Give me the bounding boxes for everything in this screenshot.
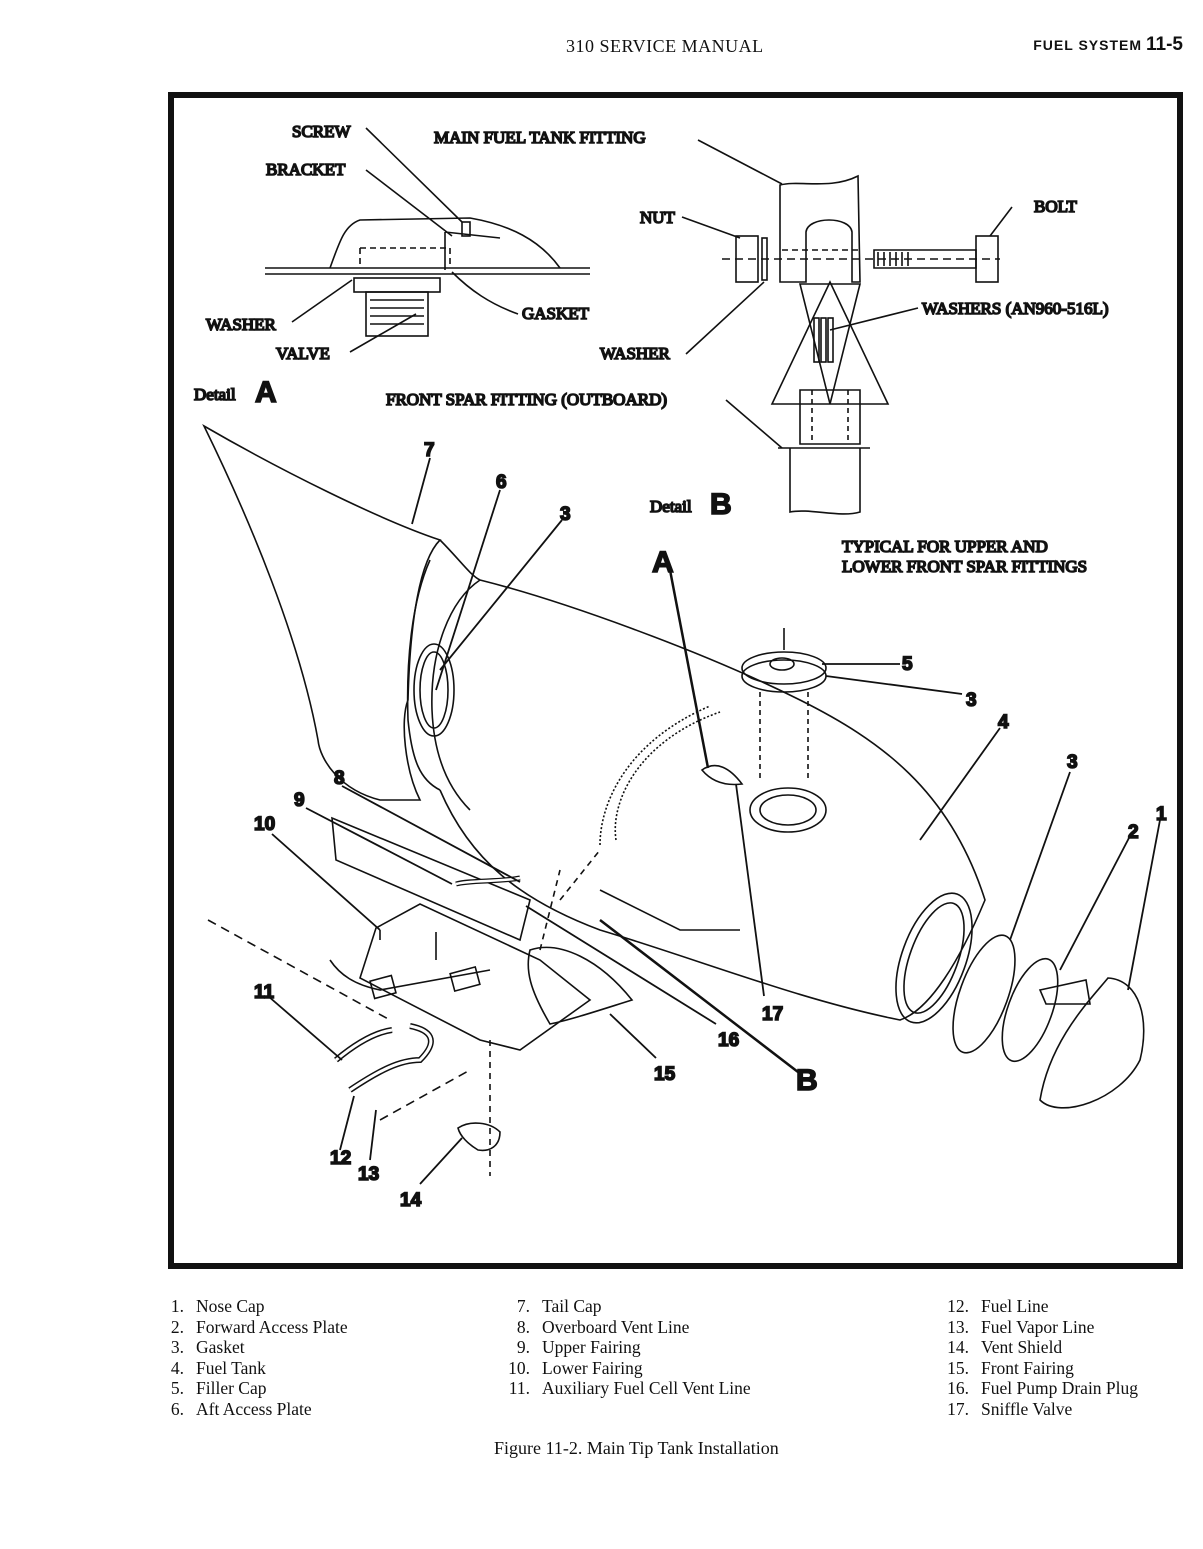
callout-13: 13 — [358, 1164, 379, 1185]
legend-column-2: 7.Tail Cap 8.Overboard Vent Line 9.Upper… — [496, 1296, 751, 1399]
legend-item: 4.Fuel Tank — [170, 1357, 266, 1378]
callout-11: 11 — [254, 982, 275, 1003]
callout-7: 7 — [424, 440, 435, 461]
callout-4: 4 — [998, 712, 1009, 733]
legend-column-1: 1.Nose Cap 2.Forward Access Plate 3.Gask… — [150, 1296, 348, 1419]
detail-b-bolt-label: BOLT — [1034, 197, 1077, 216]
callout-10: 10 — [254, 814, 275, 835]
detail-a-title: Detail — [194, 385, 236, 404]
detail-a-gasket-label: GASKET — [522, 304, 590, 323]
callout-leaders — [267, 457, 1161, 1185]
detail-b-title: Detail — [650, 497, 692, 516]
legend-item: 12.Fuel Line — [947, 1296, 1049, 1316]
legend-item: 10.Lower Fairing — [508, 1357, 643, 1378]
detail-a-screw-label: SCREW — [292, 122, 352, 141]
pointer-a-letter: A — [652, 546, 674, 579]
detail-b-note-line2: LOWER FRONT SPAR FITTINGS — [842, 557, 1087, 576]
detail-b-front-spar-label: FRONT SPAR FITTING (OUTBOARD) — [386, 390, 667, 409]
legend-item: 9.Upper Fairing — [516, 1337, 641, 1357]
callout-14: 14 — [400, 1190, 422, 1211]
callout-16: 16 — [718, 1030, 739, 1051]
detail-b-main-fitting-label: MAIN FUEL TANK FITTING — [434, 128, 646, 147]
callout-3a: 3 — [1067, 752, 1078, 773]
tip-tank-assembly — [202, 423, 1145, 1176]
callout-9: 9 — [294, 790, 305, 811]
legend-item: 14.Vent Shield — [947, 1337, 1063, 1357]
legend-item: 17.Sniffle Valve — [947, 1398, 1073, 1419]
detail-a-valve-label: VALVE — [276, 344, 330, 363]
detail-a-letter: A — [255, 376, 277, 409]
callout-8: 8 — [334, 768, 345, 789]
legend-item: 1.Nose Cap — [170, 1296, 265, 1316]
detail-b-drawing — [681, 139, 1013, 515]
legend-item: 15.Front Fairing — [947, 1357, 1074, 1378]
callout-17: 17 — [762, 1004, 783, 1025]
legend-item: 13.Fuel Vapor Line — [947, 1316, 1095, 1337]
legend-item: 7.Tail Cap — [516, 1296, 602, 1316]
legend-item: 2.Forward Access Plate — [170, 1316, 348, 1337]
legend-item: 16.Fuel Pump Drain Plug — [947, 1378, 1139, 1398]
legend-item: 6.Aft Access Plate — [170, 1398, 312, 1419]
callout-3b: 3 — [966, 690, 977, 711]
page-number: 11-5 — [1146, 34, 1183, 55]
detail-b-letter: B — [710, 488, 732, 521]
legend-item: 8.Overboard Vent Line — [516, 1316, 690, 1337]
detail-b-washer-label: WASHER — [600, 344, 671, 363]
detail-b-note-line1: TYPICAL FOR UPPER AND — [842, 537, 1048, 556]
callout-15: 15 — [654, 1064, 676, 1085]
detail-b-washers-label: WASHERS (AN960-516L) — [922, 299, 1109, 318]
callout-3c: 3 — [560, 504, 571, 525]
legend-column-3: 12.Fuel Line 13.Fuel Vapor Line 14.Vent … — [935, 1296, 1138, 1419]
section-title: FUEL SYSTEM — [1033, 37, 1143, 53]
callout-6: 6 — [496, 472, 507, 493]
figure-frame — [168, 92, 1183, 1269]
pointer-b-letter: B — [796, 1064, 818, 1097]
detail-b-nut-label: NUT — [640, 208, 676, 227]
legend-item: 3.Gasket — [170, 1337, 245, 1357]
detail-a-bracket-label: BRACKET — [266, 160, 346, 179]
figure-caption: Figure 11-2. Main Tip Tank Installation — [494, 1438, 779, 1458]
callout-12: 12 — [330, 1148, 351, 1169]
manual-title: 310 SERVICE MANUAL — [566, 36, 764, 56]
legend-item: 11.Auxiliary Fuel Cell Vent Line — [508, 1378, 751, 1398]
detail-a-drawing — [265, 127, 590, 353]
callout-5: 5 — [902, 654, 913, 675]
legend-item: 5.Filler Cap — [170, 1378, 267, 1398]
detail-a-washer-label: WASHER — [206, 315, 277, 334]
callout-2: 2 — [1128, 822, 1139, 843]
callout-1: 1 — [1156, 804, 1167, 825]
